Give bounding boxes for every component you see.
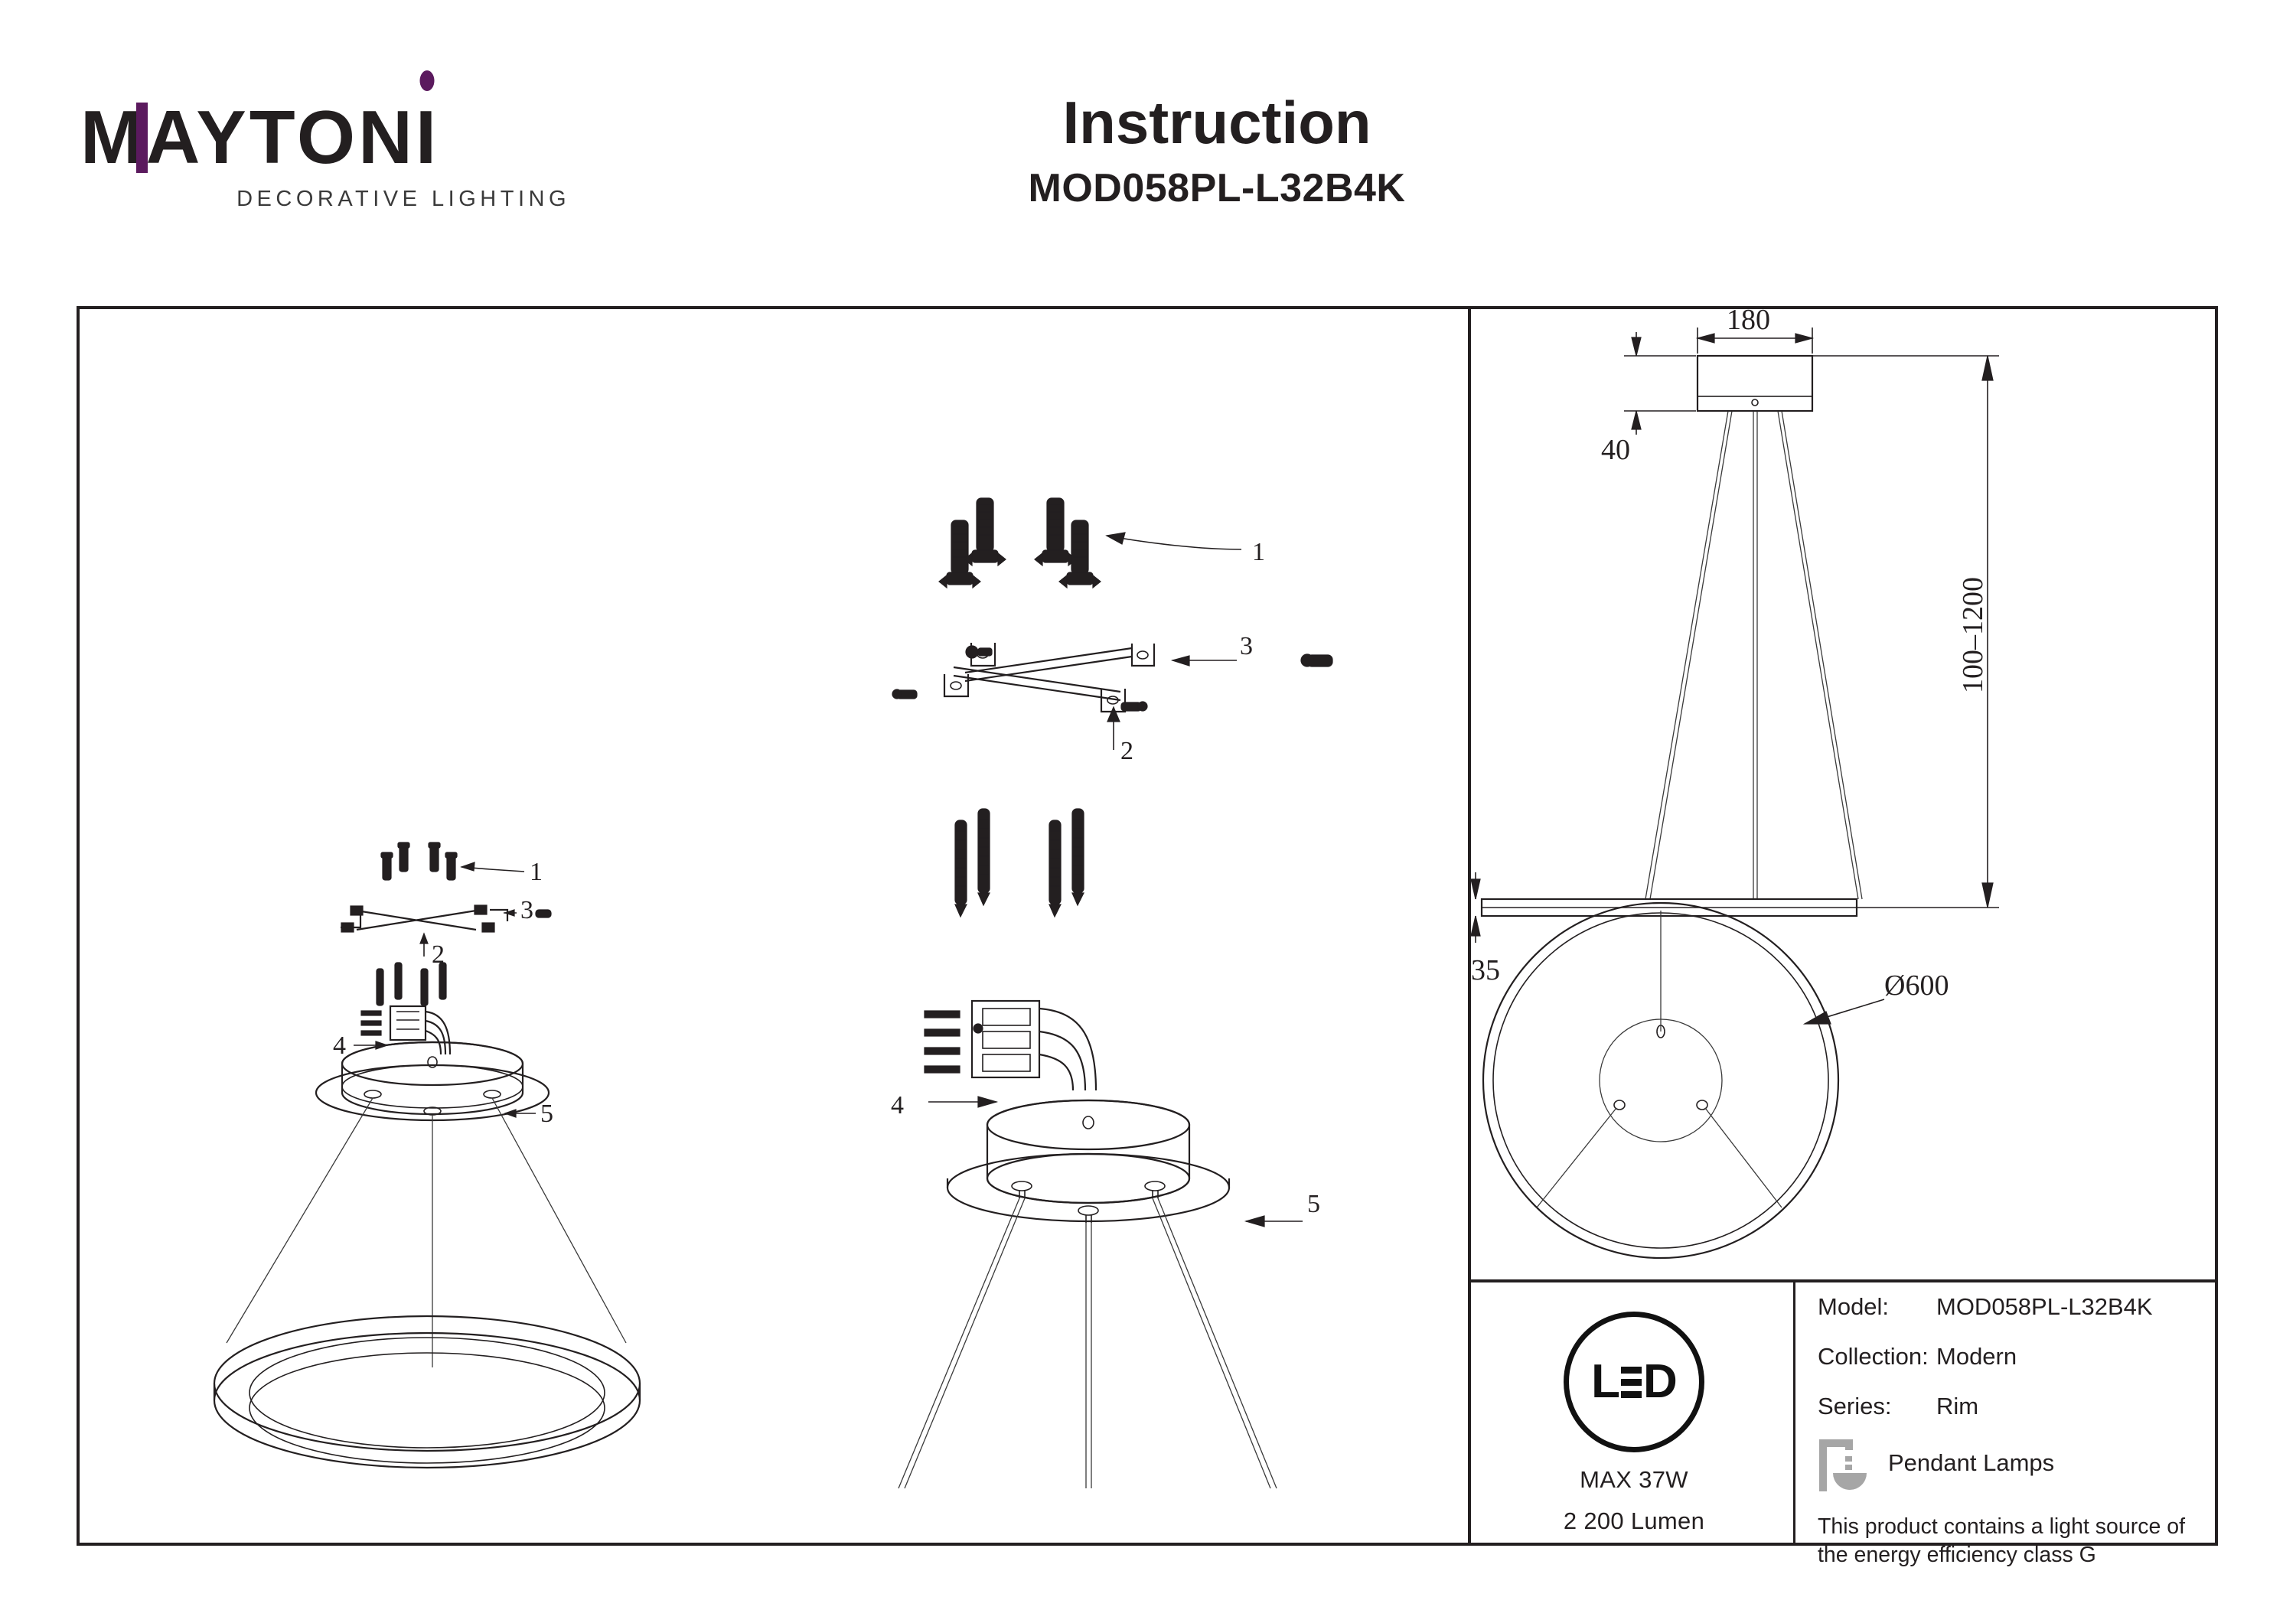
series-value: Rim	[1936, 1393, 1979, 1419]
dimension-35: 35	[1470, 872, 1500, 986]
callout-5-middle: 5	[1307, 1190, 1320, 1218]
led-ring-group	[213, 1315, 641, 1469]
callout-3-left: 3	[520, 896, 533, 924]
callout-1-middle: 1	[1252, 538, 1265, 566]
callout-4-left: 4	[333, 1031, 346, 1060]
dimension-40: 40	[1601, 332, 1696, 466]
led-spec-cell: L D MAX 37W 2 200 Lumen	[1489, 1293, 1779, 1538]
luminous-flux-label: 2 200 Lumen	[1563, 1507, 1705, 1534]
callout-1-left: 1	[530, 858, 543, 886]
callout-2-middle: 2	[1120, 737, 1133, 765]
logo-accent-bar	[135, 103, 148, 173]
canopy-group	[315, 1041, 550, 1122]
dimension-100-1200: 100–1200	[1812, 355, 1999, 908]
logo-tagline: DECORATIVE LIGHTING	[236, 187, 570, 211]
mini-bracket-group: 3	[341, 896, 552, 933]
product-spec-cell: Model: MOD058PL-L32B4K Collection: Moder…	[1818, 1293, 2200, 1567]
mini-anchors-group: 1	[380, 842, 543, 886]
wall-anchor-icon	[1058, 520, 1101, 589]
spec-row-series: Series: Rim	[1818, 1393, 2200, 1420]
led-badge-icon: L D	[1564, 1312, 1704, 1452]
dimension-180: 180	[1695, 304, 1815, 354]
led-glyph: L D	[1591, 1355, 1678, 1408]
callout-2-left: 2	[432, 940, 445, 969]
canopy-group	[946, 1099, 1231, 1223]
wall-anchor-icon	[964, 497, 1006, 567]
info-box-divider-horizontal	[1468, 1279, 2218, 1282]
dimension-drawing: 180 40 35	[1470, 304, 1999, 1260]
energy-efficiency-note: This product contains a light source of …	[1818, 1514, 2186, 1568]
mounting-bracket-group: 3	[892, 632, 1333, 713]
spec-row-collection: Collection: Modern	[1818, 1343, 2200, 1370]
exploded-assembly-drawing: 1	[891, 497, 1333, 1489]
suspension-cables-group: 5	[898, 1181, 1320, 1489]
dimension-drawing-panel: 180 40 35	[1470, 304, 2218, 1279]
led-letter-l: L	[1591, 1355, 1620, 1408]
collection-label: Collection:	[1818, 1343, 1929, 1370]
logo-accent-dot	[419, 70, 435, 91]
assembled-lamp-panel: 1 3 2	[77, 306, 704, 1546]
callout-5-left: 5	[540, 1100, 553, 1128]
model-value: MOD058PL-L32B4K	[1936, 1293, 2153, 1320]
assembled-lamp-drawing: 1 3 2	[213, 842, 641, 1469]
screws-group: 2	[954, 706, 1133, 918]
elevation-view-group: 180 40 35	[1470, 304, 1999, 986]
document-title-block: Instruction MOD058PL-L32B4K	[949, 89, 1485, 211]
series-label: Series:	[1818, 1393, 1892, 1419]
plan-view-group: Ø600	[1482, 901, 1949, 1260]
panel-divider-vertical	[1468, 306, 1471, 1546]
max-power-label: MAX 37W	[1580, 1466, 1688, 1493]
pendant-lamp-icon	[1819, 1439, 1867, 1491]
page-title: Instruction	[1062, 89, 1371, 156]
logo-letter-i: I	[416, 70, 439, 174]
suspension-cables-group: 5	[226, 1090, 627, 1367]
info-box-divider-vertical	[1793, 1281, 1795, 1546]
led-letter-e-bars	[1621, 1366, 1642, 1398]
screw-icon	[977, 808, 990, 907]
callout-4-middle: 4	[891, 1091, 904, 1119]
spec-row-model: Model: MOD058PL-L32B4K	[1818, 1293, 2200, 1321]
logo-letters-ayton: AYTON	[145, 95, 416, 179]
dim-diameter-label: Ø600	[1884, 970, 1949, 1002]
wall-anchor-icon	[1034, 497, 1077, 567]
mini-terminal-block-group: 4	[333, 1005, 452, 1060]
mini-screws-group: 2	[376, 932, 447, 1006]
exploded-assembly-panel: 1	[880, 306, 1468, 1546]
wall-anchors-group: 1	[938, 497, 1265, 589]
model-code-heading: MOD058PL-L32B4K	[1028, 165, 1406, 210]
dim-35-label: 35	[1471, 954, 1500, 986]
screw-icon	[954, 820, 967, 918]
dim-40-label: 40	[1601, 434, 1630, 466]
category-value: Pendant Lamps	[1888, 1449, 2055, 1476]
terminal-block-group: 4	[891, 999, 1097, 1119]
screw-icon	[1071, 808, 1084, 907]
spec-row-category: Pendant Lamps	[1818, 1433, 2200, 1493]
led-letter-d: D	[1643, 1355, 1678, 1408]
drawing-frame	[77, 306, 2218, 1546]
dim-180-label: 180	[1727, 304, 1770, 336]
wall-anchor-icon	[938, 520, 981, 589]
collection-value: Modern	[1936, 1343, 2017, 1370]
dim-100-1200-label: 100–1200	[1957, 577, 1989, 693]
screw-icon	[1049, 820, 1062, 918]
logo-letter-m: M	[80, 95, 148, 179]
model-label: Model:	[1818, 1293, 1890, 1320]
callout-3-middle: 3	[1240, 632, 1253, 660]
